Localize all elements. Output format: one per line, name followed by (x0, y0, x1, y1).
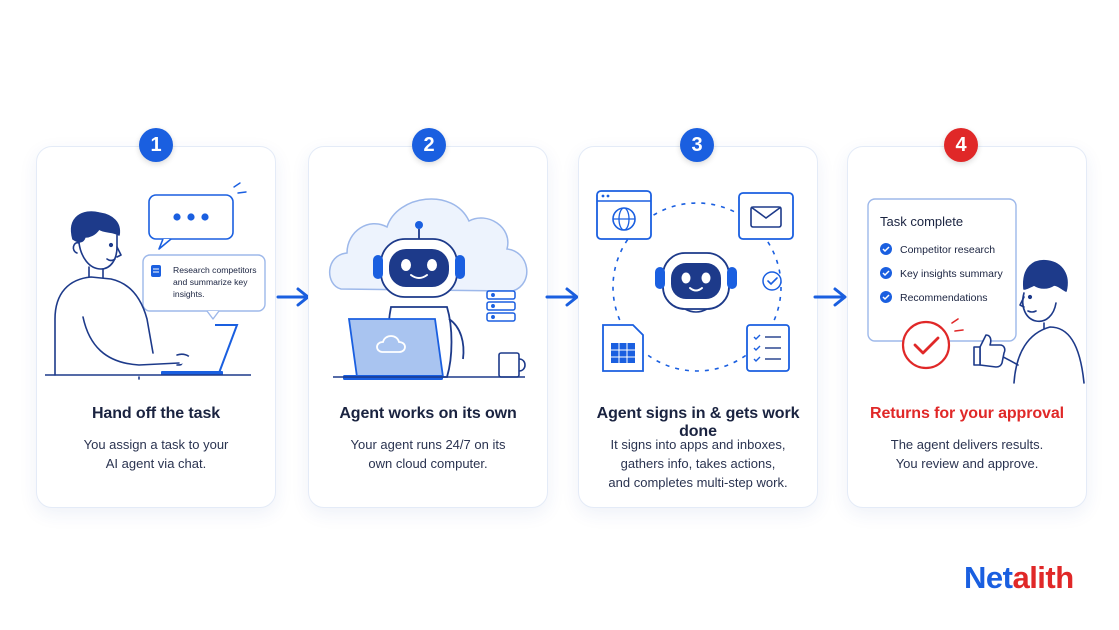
panel-item-3: Recommendations (900, 292, 988, 304)
chat-message-line-1: Research competitors (173, 265, 257, 275)
brand-logo-part-2: alith (1012, 560, 1074, 595)
chat-message-line-3: insights. (173, 289, 205, 299)
laptop-cloud-icon (343, 318, 445, 380)
thumbs-up-icon (973, 334, 1006, 368)
step-2-badge: 2 (412, 128, 446, 162)
check-circle-icon (762, 271, 782, 291)
robot-head (373, 238, 465, 298)
step-1-card: Research competitors and summarize key i… (36, 146, 276, 508)
approval-check-icon (901, 318, 964, 370)
arrow-right-icon (545, 287, 579, 307)
step-2-title: Agent works on its own (339, 405, 517, 422)
task-complete-approval-illustration: Task complete Competitor research Key in… (867, 198, 1085, 384)
chat-message-line-2: and summarize key (173, 277, 248, 287)
step-4-description: The agent delivers results. You review a… (890, 437, 1044, 471)
person-at-laptop-illustration: Research competitors and summarize key i… (45, 182, 266, 380)
robot-head (655, 252, 737, 313)
arrow-right-icon (813, 287, 847, 307)
step-1-title: Hand off the task (91, 405, 221, 422)
email-icon (738, 192, 794, 240)
panel-item-2: Key insights summary (900, 268, 1003, 280)
step-3-card: Agent signs in & gets work done It signs… (578, 146, 818, 508)
brand-logo-part-1: Net (964, 560, 1013, 595)
agent-apps-cycle-illustration (596, 190, 794, 372)
step-1-badge: 1 (139, 128, 173, 162)
robot-in-cloud-illustration (328, 198, 528, 380)
server-stack-icon (486, 290, 516, 322)
step-2-description: Your agent runs 24/7 on its own cloud co… (350, 437, 506, 471)
step-3-title: Agent signs in & gets work done (596, 405, 800, 440)
checklist-icon (746, 324, 790, 372)
step-4-badge: 4 (944, 128, 978, 162)
task-complete-panel: Task complete Competitor research Key in… (867, 198, 1017, 342)
browser-globe-icon (596, 190, 652, 240)
step-1-description: You assign a task to your AI agent via c… (83, 437, 229, 471)
step-3-description: It signs into apps and inboxes, gathers … (608, 437, 788, 490)
panel-item-1: Competitor research (900, 244, 995, 256)
step-4-card: Task complete Competitor research Key in… (847, 146, 1087, 508)
sparkle-lines-icon (233, 182, 247, 194)
brand-logo: Netalith (964, 560, 1074, 596)
step-4-title: Returns for your approval (870, 405, 1064, 422)
person-figure (54, 211, 192, 380)
chat-bubble-icon (148, 194, 234, 250)
arrow-right-icon (276, 287, 310, 307)
laptop-icon (161, 324, 239, 375)
person-thumbs-up-figure (973, 259, 1085, 384)
coffee-mug-icon (498, 352, 526, 378)
step-3-badge: 3 (680, 128, 714, 162)
task-complete-heading: Task complete (880, 214, 963, 229)
spreadsheet-icon (602, 324, 644, 372)
step-2-card: Agent works on its own Your agent runs 2… (308, 146, 548, 508)
task-message-card: Research competitors and summarize key i… (142, 254, 266, 320)
